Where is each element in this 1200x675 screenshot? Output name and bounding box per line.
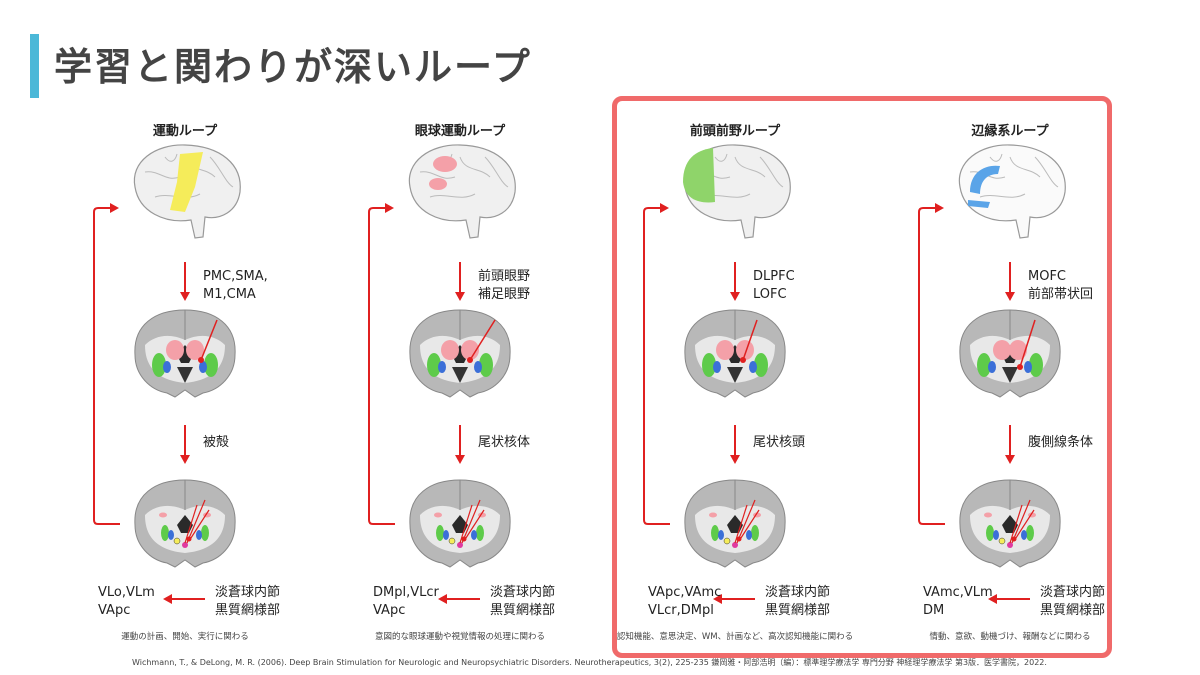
loop-arrows (368, 203, 480, 604)
loop-title: 辺縁系ループ (971, 124, 1049, 139)
cortex-label: 前頭眼野 補足眼野 (478, 269, 531, 302)
thalamus-label: VAmc,VLm DM (923, 585, 993, 618)
loop-column-1: 運動ループ (50, 0, 320, 675)
loop-arrows (918, 203, 1030, 604)
loop-description: 意図的な眼球運動や視覚情報の処理に関わる (374, 632, 545, 642)
coronal-pallidum-image (125, 475, 245, 574)
cortex-brain-image (950, 142, 1070, 246)
output-label: 淡蒼球内節 黒質網様部 (490, 585, 556, 618)
loop-title: 前頭前野ループ (689, 124, 781, 139)
striatum-label: 腹側線条体 (1028, 435, 1094, 450)
striatum-label: 被殻 (203, 435, 230, 450)
output-label: 淡蒼球内節 黒質網様部 (215, 585, 281, 618)
cortex-brain-image (675, 142, 795, 246)
page-title: 学習と関わりが深いループ (54, 45, 532, 89)
thalamus-label: VApc,VAmc VLcr,DMpl (648, 585, 722, 618)
coronal-striatum-image (125, 305, 245, 404)
loop-arrows (93, 203, 205, 604)
coronal-striatum-image (675, 305, 795, 404)
title-accent-bar (30, 34, 39, 98)
loop-title: 眼球運動ループ (414, 124, 506, 139)
citation: Wichmann, T., & DeLong, M. R. (2006). De… (132, 658, 1047, 667)
cortex-brain-image (400, 142, 520, 246)
loop-column-2: 眼球運動ループ (325, 0, 595, 675)
coronal-pallidum-image (950, 475, 1070, 574)
cortex-label: MOFC 前部帯状回 (1028, 269, 1094, 302)
output-label: 淡蒼球内節 黒質網様部 (1040, 585, 1106, 618)
coronal-striatum-image (400, 305, 520, 404)
striatum-label: 尾状核体 (478, 435, 531, 450)
loop-description: 認知機能、意思決定、WM、計画など、高次認知機能に関わる (616, 632, 854, 642)
loop-column-3: 前頭前野ループ (600, 0, 870, 675)
output-label: 淡蒼球内節 黒質網様部 (765, 585, 831, 618)
cortex-label: PMC,SMA, M1,CMA (203, 269, 268, 302)
loop-column-4: 辺縁系ループ (875, 0, 1145, 675)
coronal-striatum-image (950, 305, 1070, 404)
coronal-pallidum-image (675, 475, 795, 574)
loop-description: 運動の計画、開始、実行に関わる (121, 632, 249, 642)
loop-title: 運動ループ (152, 124, 218, 139)
thalamus-label: DMpl,VLcr VApc (373, 585, 439, 618)
loop-arrows (643, 203, 755, 604)
highlight-frame (612, 96, 1112, 658)
striatum-label: 尾状核頭 (753, 435, 806, 450)
coronal-pallidum-image (400, 475, 520, 574)
thalamus-label: VLo,VLm VApc (98, 585, 155, 618)
cortex-brain-image (125, 142, 245, 246)
loop-description: 情動、意欲、動機づけ、報酬などに関わる (929, 632, 1091, 642)
cortex-label: DLPFC LOFC (753, 269, 795, 302)
